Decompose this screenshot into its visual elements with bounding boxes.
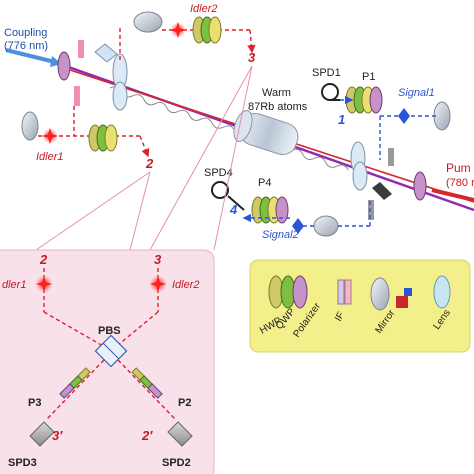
inset-spd2-label: SPD2 (162, 457, 191, 469)
zoom-connector-lines (35, 65, 253, 251)
legend-lens (433, 275, 451, 309)
legend-panel (249, 259, 471, 353)
inset-output-left (29, 359, 105, 447)
legend-waveplates (268, 275, 308, 309)
pump-input-arrow (431, 188, 474, 202)
inset-idler2-label: Idler2 (172, 279, 200, 291)
rb-vapor-cell (233, 110, 299, 156)
pbs-label: PBS (98, 325, 121, 337)
idler2-top-label: Idler2 (190, 3, 218, 15)
coupling-wavelength-label: (776 nm) (4, 40, 48, 52)
inset-input-2: 2 (39, 252, 48, 267)
coupling-label: Coupling (4, 27, 47, 39)
signal1-path (340, 86, 451, 160)
spd4-fiber-coil (211, 181, 245, 211)
coupling-input-arrow (5, 48, 62, 67)
pbs-cube (94, 334, 128, 368)
port-4-label: 4 (229, 202, 238, 217)
idler2-top-path (119, 11, 256, 62)
warm-label: Warm (262, 87, 291, 99)
left-input-optics (57, 40, 128, 111)
port-3-top: 3 (248, 50, 256, 65)
inset-output-2prime: 2′ (141, 428, 153, 443)
legend-mirror (370, 277, 412, 311)
inset-output-right (117, 359, 193, 447)
spd1-fiber-coil (321, 83, 340, 101)
inset-idler1-label: dler1 (2, 279, 26, 291)
pump-label: Pum (446, 161, 471, 175)
p4-label: P4 (258, 177, 271, 189)
right-input-optics (350, 141, 427, 220)
atoms-label: 87Rb atoms (248, 101, 308, 113)
legend-if-filter (337, 279, 352, 305)
inset-output-3prime: 3′ (52, 428, 63, 443)
signal1-label: Signal1 (398, 87, 435, 99)
inset-p3-label: P3 (28, 397, 41, 409)
pump-wavelength-label: (780 r (446, 177, 474, 189)
inset-p2-label: P2 (178, 397, 191, 409)
spd4-label: SPD4 (204, 167, 233, 179)
spd1-label: SPD1 (312, 67, 341, 79)
port-2-top: 2 (145, 156, 154, 171)
idler1-path (21, 106, 150, 158)
signal2-label: Signal2 (262, 229, 299, 241)
idler1-top-label: Idler1 (36, 151, 64, 163)
idler-wavy-path (109, 86, 349, 171)
inset-input-3: 3 (154, 252, 162, 267)
port-1-label: 1 (338, 112, 345, 127)
inset-idler1-path (35, 268, 111, 351)
signal2-path (242, 196, 371, 237)
inset-spd3-label: SPD3 (8, 457, 37, 469)
p1-label: P1 (362, 71, 375, 83)
